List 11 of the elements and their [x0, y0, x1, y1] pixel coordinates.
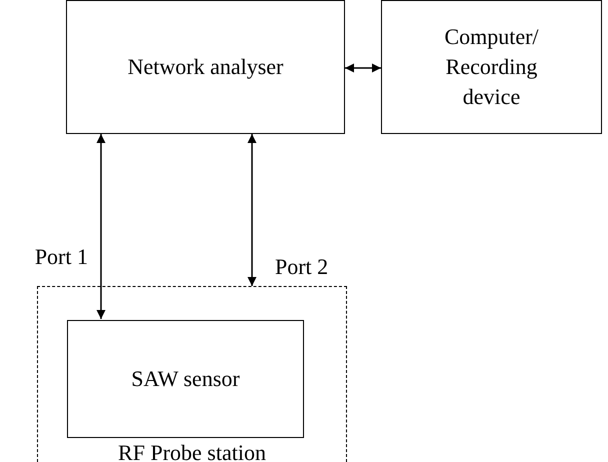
box-label: SAW sensor	[130, 365, 241, 394]
process-box	[67, 320, 304, 438]
double-arrow	[248, 134, 256, 286]
double-arrow	[96, 134, 106, 319]
dashed-group-box	[37, 286, 347, 462]
double-arrow	[345, 64, 381, 72]
group-label: RF Probe station	[117, 439, 267, 462]
process-box	[381, 0, 602, 134]
box-label: Network analyser	[126, 53, 284, 82]
box-label: Computer/ Recording device	[443, 23, 540, 111]
process-box	[66, 0, 345, 134]
